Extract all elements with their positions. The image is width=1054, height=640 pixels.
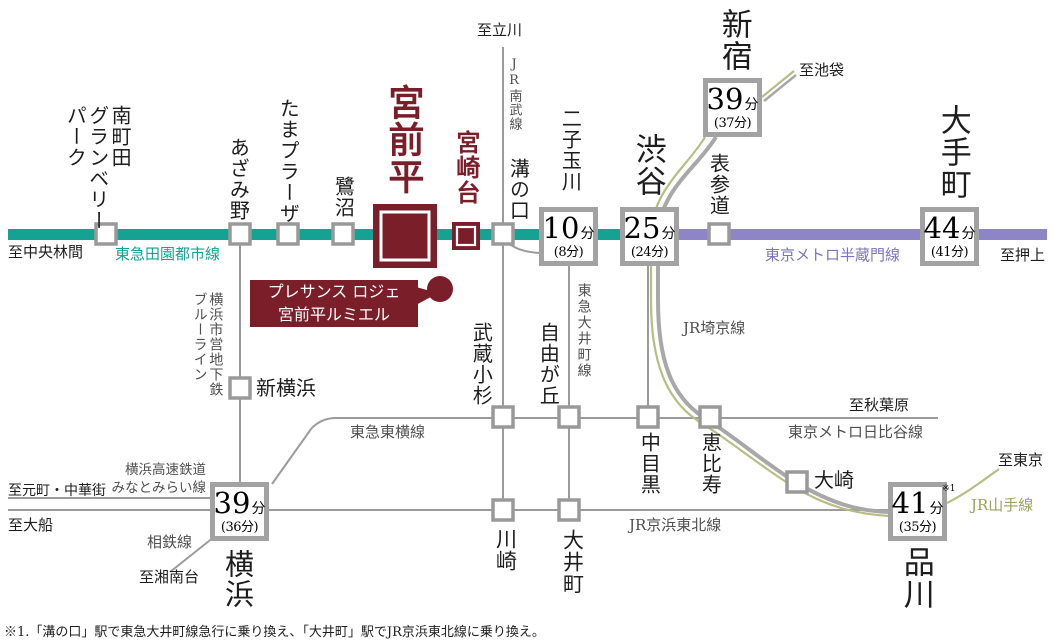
station-label-ebisu: 恵比寿 [698,432,723,495]
line-label-tokyu-oimachi: 東急大井町線 [575,283,592,379]
marker-tamaplaza [276,222,300,246]
marker-musashikosugi [491,405,515,429]
direction-label-ikebukuro: 至池袋 [799,61,845,79]
marker-azamino [228,222,252,246]
marker-jiyugaoka [557,405,581,429]
station-label-azamino: あざみ野 [226,137,251,221]
badge-otemachi-sub: (41分) [930,245,969,260]
line-to-ikebukuro-olive [761,70,795,98]
station-label-oimachi: 大井町 [560,529,585,595]
direction-label-tachikawa: 至立川 [477,21,523,39]
line-to-ikebukuro-gray [763,74,797,102]
direction-label-akihabara: 至秋葉原 [849,396,910,414]
station-label-otemachi: 大手町 [934,104,971,200]
line-label-jr-nambu: JR南武線 [506,57,522,131]
marker-oimachi [557,498,581,522]
line-jr-yamanote [649,136,890,518]
line-label-dentoshi: 東急田園都市線 [115,245,221,263]
station-label-omotesando: 表参道 [706,153,731,216]
badge-shinjuku-sub: (37分) [713,116,752,131]
line-label-jr-keihin-tohoku: JR京浜東北線 [629,516,722,534]
direction-label-chuo-rinkan: 至中央林間 [8,243,84,261]
badge-shibuya-sub: (24分) [630,245,669,260]
line-label-hanzomon: 東京メトロ半蔵門線 [765,246,901,264]
station-label-nakameguro: 中目黒 [637,432,662,495]
station-label-musashikosugi: 武蔵小杉 [469,322,494,406]
station-label-minamimachida: 南町田 グランベリー パーク [63,105,133,231]
line-label-minatomirai: 横浜高速鉄道 みなとみらい線 [111,462,207,496]
marker-miyamaedaira [373,204,437,268]
property-location-dot [427,276,453,302]
direction-label-tokyo: 至東京 [998,451,1044,469]
station-label-miyazakidai: 宮崎台 [451,130,481,205]
marker-kawasaki [491,498,515,522]
line-sotetsu [169,536,215,573]
property-name-line1: プレサンス ロジェ [267,282,401,302]
station-label-shinjuku: 新宿 [715,8,752,72]
marker-ebisu [698,405,722,429]
property-name-line2: 宮前平ルミエル [277,304,390,324]
direction-label-oshiage: 至押上 [1000,246,1046,264]
line-toyoko-hibiya [271,417,938,485]
station-label-tamaplaza: たまプラーザ [276,98,301,224]
property-callout: プレサンス ロジェ 宮前平ルミエル [250,280,418,327]
station-label-shinagawa: 品川 [897,546,934,610]
marker-minamimachida [94,222,118,246]
badge-shinagawa-sub: (35分) [898,520,937,535]
direction-label-ofuna: 至大船 [8,516,54,534]
marker-saginuma [331,222,355,246]
station-label-futakotamagawa: 二子玉川 [558,108,583,192]
marker-nakameguro [636,405,660,429]
station-label-saginuma: 鷺沼 [331,176,356,218]
direction-label-shonandai: 至湘南台 [139,568,200,586]
marker-miyamaedaira-inner [379,210,431,262]
footnote: ※1.「溝の口」駅で東急大井町線急行に乗り換え、「大井町」駅でJR京浜東北線に乗… [4,625,545,640]
direction-label-motomachi-chukagai: 至元町・中華街 [8,483,106,499]
line-label-jr-saikyo: JR埼京線 [683,319,746,337]
station-label-yokohama: 横浜 [220,549,255,609]
line-label-hibiya: 東京メトロ日比谷線 [788,423,924,441]
station-label-jiyugaoka: 自由が丘 [536,322,561,406]
badge-yokohama-sub: (36分) [220,520,259,535]
station-label-miyamaedaira: 宮前平 [382,84,425,195]
line-label-toyoko: 東急東横線 [350,423,426,441]
station-label-kawasaki: 川崎 [493,528,518,572]
marker-shinyokohama [228,376,252,400]
badge-shinagawa-note: ※1 [942,484,956,494]
marker-omotesando [707,222,731,246]
station-label-osaki: 大崎 [814,468,854,492]
line-label-sotetsu: 相鉄線 [147,533,193,551]
marker-miyazakidai-inner [455,225,477,247]
marker-mizonokuchi [491,222,515,246]
badge-futakotamagawa-sub: (8分) [553,245,584,260]
marker-osaki [785,470,809,494]
line-label-blue-line: 横浜市営地下鉄 ブルーライン [191,292,224,397]
station-label-mizonokuchi: 溝の口 [506,158,531,221]
line-yamanote-to-tokyo [946,468,1000,504]
station-label-shibuya: 渋谷 [629,133,666,197]
station-label-shinyokohama: 新横浜 [256,376,316,400]
line-label-jr-yamanote: JR山手線 [971,496,1034,514]
